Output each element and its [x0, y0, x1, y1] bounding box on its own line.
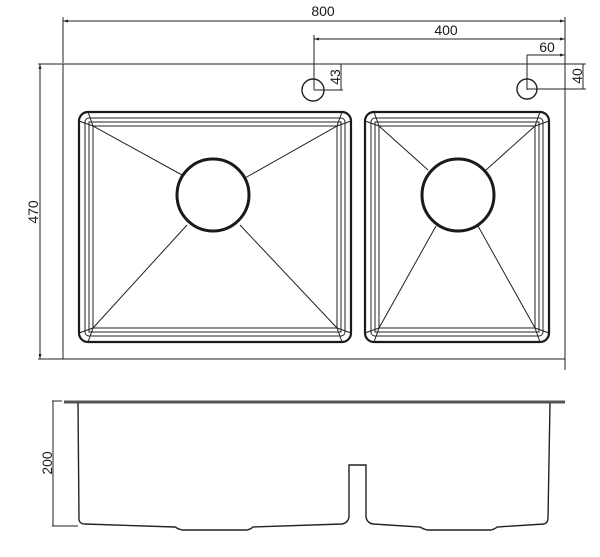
tap-hole-right [516, 78, 538, 100]
drain-left [175, 157, 251, 233]
dimension-overall-depth: 470 [25, 63, 70, 360]
small-bowl [363, 110, 551, 344]
large-bowl [77, 110, 353, 344]
bowl-height-label: 200 [39, 451, 55, 475]
overall-depth-label: 470 [25, 200, 41, 224]
tap-spacing-label: 400 [434, 22, 458, 38]
dimension-tap-spacing: 400 [313, 22, 565, 90]
dimension-left-hole-offset: 43 [314, 63, 345, 91]
dimension-edge-offset: 60 [526, 39, 565, 90]
edge-offset-label: 60 [539, 39, 555, 55]
drain-right [420, 157, 496, 233]
sink-plate-outline [62, 63, 566, 360]
dimension-bowl-height: 200 [39, 400, 78, 527]
right-hole-offset-label: 40 [569, 68, 585, 84]
overall-width-label: 800 [311, 3, 335, 19]
left-hole-offset-label: 43 [327, 69, 343, 85]
sink-section-view [64, 400, 565, 531]
tap-hole-left [301, 78, 325, 102]
